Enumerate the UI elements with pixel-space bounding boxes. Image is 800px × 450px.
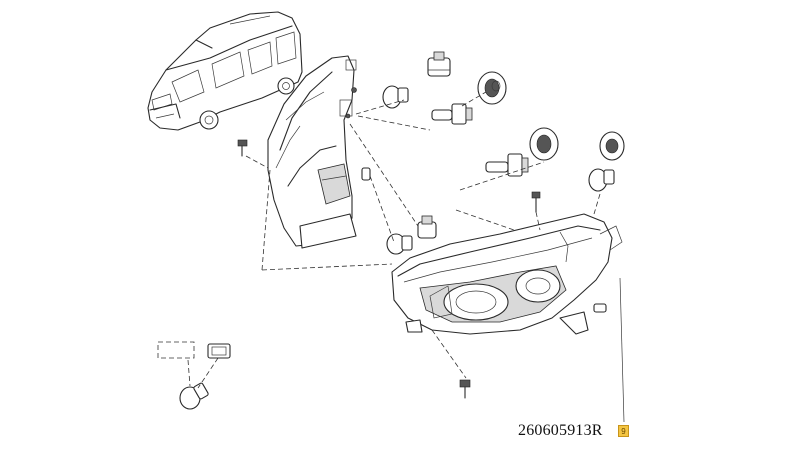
screw-bottom [459, 379, 471, 399]
screw-left [237, 139, 248, 157]
rubber-cap-lower [529, 127, 559, 161]
rubber-cap-right [599, 131, 625, 161]
reference-marker-badge[interactable]: 9 [618, 425, 629, 437]
headlamp-rear-housing [267, 55, 357, 249]
bulb-mid-left [386, 233, 413, 255]
socket-top [427, 51, 451, 77]
vehicle-locator-van [147, 11, 303, 131]
bulb-right [588, 168, 615, 192]
h7-bulb-upper [431, 103, 473, 125]
socket-mid [417, 215, 437, 239]
h7-bulb-lower [485, 153, 529, 177]
screw-top [531, 191, 541, 213]
headlamp-assembly [391, 213, 623, 335]
rubber-cap-upper [477, 71, 507, 105]
small-bulb-housing [361, 167, 371, 181]
small-bulb-right [593, 303, 607, 313]
part-reference-number: 260605913R [518, 422, 603, 439]
leader-lines [187, 91, 625, 423]
side-lamp-detail [157, 341, 231, 410]
